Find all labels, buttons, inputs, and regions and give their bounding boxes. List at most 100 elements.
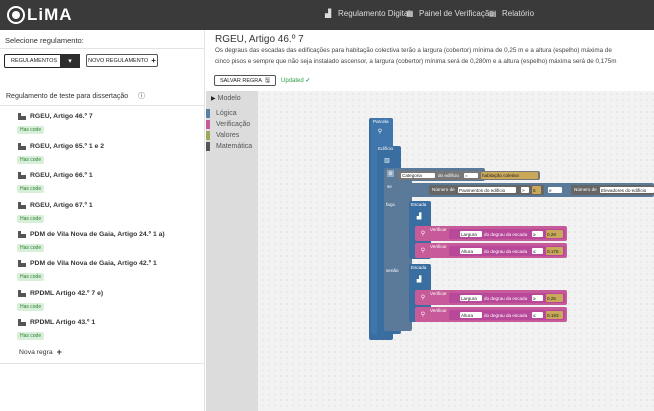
toolbox-verificacao[interactable]: Verificação	[206, 119, 250, 129]
save-icon: 🖫	[264, 77, 271, 84]
gear-icon[interactable]: ⚙	[387, 170, 394, 177]
do-degrau-label: do degrau da escada	[484, 249, 528, 254]
category-swatch	[206, 108, 210, 118]
rule-item[interactable]: RPDML Artigo 43.º 1	[18, 319, 95, 326]
operator-gt[interactable]: >	[521, 187, 529, 193]
rule-item[interactable]: RGEU, Artigo 66.º 1	[18, 172, 93, 179]
rule-item[interactable]: PDM de Vila Nova de Gaia, Artigo 24.º 1 …	[18, 231, 165, 238]
toolbox-valores[interactable]: Valores	[206, 130, 239, 140]
blockly-workspace[interactable]	[206, 91, 654, 411]
operator-and[interactable]: e	[548, 187, 562, 193]
elevadores-field[interactable]: Elevadores do edifício	[600, 187, 654, 193]
toolbox-modelo[interactable]: ▶ Modelo	[211, 94, 241, 102]
largura-value[interactable]: 0.28	[546, 230, 563, 238]
se-label: se	[387, 184, 392, 189]
logo-text: LiMA	[27, 5, 73, 24]
largura-field[interactable]: Largura	[460, 231, 482, 237]
operator-lte[interactable]: ≤	[532, 312, 543, 318]
edificio-label: Edifício	[378, 146, 394, 151]
nav-relatorio[interactable]: ▤ Relatório	[489, 8, 535, 18]
escada-label: Escada	[411, 265, 427, 270]
info-icon[interactable]: ⓘ	[138, 93, 145, 100]
pavimentos-value[interactable]: 5	[532, 186, 541, 194]
verificar-label: Verificar	[430, 291, 447, 296]
building-icon: ▟	[325, 8, 332, 18]
search-icon: ⚲	[420, 311, 426, 318]
search-icon: ⚲	[420, 247, 426, 254]
do-degrau-label: do degrau da escada	[484, 296, 528, 301]
altura-compare	[449, 310, 565, 320]
do-degrau-label: do degrau da escada	[484, 232, 528, 237]
stairs-icon: ▟	[416, 276, 422, 283]
habitacao-value[interactable]: habitação coletiva	[481, 172, 538, 179]
nav-painel-verificacao[interactable]: ▦ Painel de Verificação	[406, 8, 494, 18]
faca-label: faça	[386, 202, 395, 207]
report-icon: ▤	[489, 8, 497, 18]
logo[interactable]: LiMA	[7, 4, 73, 26]
do-edificio-label: do edifício	[438, 173, 459, 178]
rule-item[interactable]: PDM de Vila Nova de Gaia, Artigo 42.º 1	[18, 260, 157, 267]
rule-icon	[18, 319, 26, 326]
operator-gte[interactable]: ≥	[532, 295, 543, 301]
nova-regra-button[interactable]: Nova regra +	[19, 347, 62, 357]
largura-compare	[449, 229, 565, 239]
stairs-icon: ▟	[416, 213, 422, 220]
parcela-label: Parcela	[373, 119, 389, 124]
plus-icon: +	[56, 347, 62, 357]
operator-lte[interactable]: ≤	[532, 248, 543, 254]
caret-right-icon: ▶	[211, 95, 216, 102]
numero-de-label-2: Número de	[574, 187, 597, 192]
category-swatch	[206, 130, 210, 140]
rule-icon	[18, 202, 26, 209]
rule-description: Os degraus das escadas das edificações p…	[215, 47, 617, 65]
escada-label: Escada	[411, 202, 427, 207]
altura-value[interactable]: 0.175	[546, 247, 563, 255]
largura-value[interactable]: 0.25	[546, 294, 563, 302]
rule-icon	[18, 260, 26, 267]
category-swatch	[206, 141, 210, 151]
plus-icon: +	[151, 56, 156, 65]
largura-field[interactable]: Largura	[460, 295, 482, 301]
verificar-label: Verificar	[430, 308, 447, 313]
rule-icon	[18, 231, 26, 238]
senao-label: senão	[386, 268, 399, 273]
search-icon: ⚲	[420, 294, 426, 301]
categoria-field[interactable]: Categoria	[401, 173, 435, 178]
nav-regulamento-digital[interactable]: ▟ Regulamento Digital	[325, 8, 411, 18]
building-icon: ▥	[384, 157, 390, 164]
divider	[0, 48, 205, 49]
pavimentos-field[interactable]: Pavimentos do edifício	[458, 187, 516, 193]
rule-icon	[18, 172, 26, 179]
select-regulation-label: Selecione regulamento:	[5, 36, 84, 45]
verificar-label: Verificar	[430, 244, 447, 249]
operator-gte[interactable]: ≥	[532, 231, 543, 237]
has-code-badge: Has code	[17, 215, 45, 223]
rule-item[interactable]: RGEU, Artigo 46.º 7	[18, 113, 93, 120]
divider	[0, 105, 205, 106]
rule-item[interactable]: RGEU, Artigo 65.º 1 e 2	[18, 143, 104, 150]
operator-eq[interactable]: =	[464, 173, 478, 178]
rule-icon	[18, 113, 26, 120]
regulamentos-dropdown-button[interactable]: ▾	[60, 54, 80, 68]
divider	[0, 363, 205, 364]
has-code-badge: Has code	[17, 303, 45, 311]
regulation-title: Regulamento de teste para dissertação	[6, 93, 129, 100]
top-navbar: LiMA ▟ Regulamento Digital ▦ Painel de V…	[0, 0, 654, 30]
has-code-badge: Has code	[17, 185, 45, 193]
save-rule-button[interactable]: SALVAR REGRA 🖫	[214, 75, 276, 86]
has-code-badge: Has code	[17, 244, 45, 252]
verificar-label: Verificar	[430, 227, 447, 232]
rule-item[interactable]: RGEU, Artigo 67.º 1	[18, 202, 93, 209]
altura-value[interactable]: 0.193	[546, 311, 563, 319]
toolbox-matematica[interactable]: Matemática	[206, 141, 252, 151]
largura-compare	[449, 293, 565, 303]
has-code-badge: Has code	[17, 273, 45, 281]
check-icon: ✓	[305, 78, 311, 84]
has-code-badge: Has code	[17, 126, 45, 134]
altura-compare	[449, 246, 565, 256]
altura-field[interactable]: Altura	[460, 248, 482, 254]
novo-regulamento-button[interactable]: NOVO REGULAMENTO +	[86, 54, 158, 67]
rule-item[interactable]: RPDML Artigo 42.º 7 e)	[18, 290, 103, 297]
toolbox-logica[interactable]: Lógica	[206, 108, 237, 118]
altura-field[interactable]: Altura	[460, 312, 482, 318]
